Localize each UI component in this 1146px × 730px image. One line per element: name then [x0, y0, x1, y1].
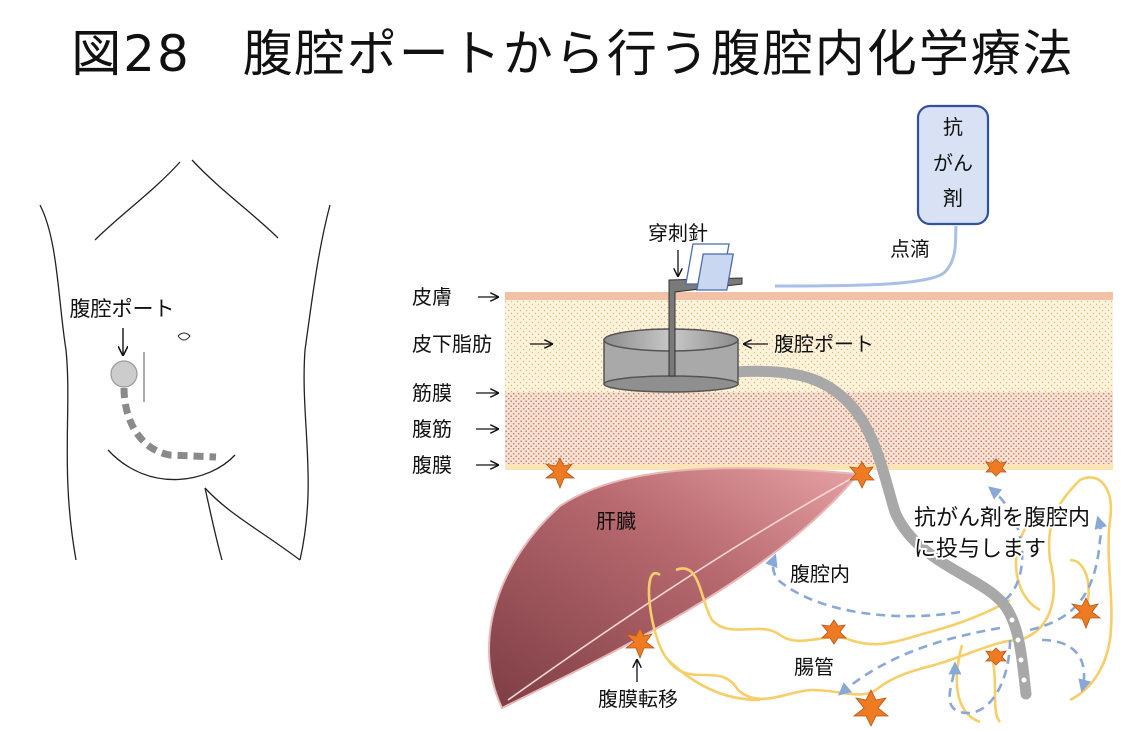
figure-title: 図28 腹腔ポートから行う腹腔内化学療法: [71, 25, 1075, 83]
metastasis-spot: [985, 647, 1007, 666]
needle-label: 穿刺針: [648, 221, 708, 245]
label-abdominal-muscle: 腹筋: [412, 417, 452, 441]
metastasis-label: 腹膜転移: [598, 687, 678, 711]
intestine-label: 腸管: [794, 655, 834, 679]
metastasis-spot: [985, 458, 1007, 477]
metastasis-spot: [849, 461, 875, 489]
drug-bag: [916, 104, 990, 226]
body-port-icon: [110, 360, 138, 388]
needle-hub: [685, 243, 734, 291]
thigh-line: [204, 487, 223, 561]
groin-right-line: [204, 487, 301, 561]
instruction-line-1: 抗がん剤を腹腔内: [914, 506, 1090, 531]
liver-vein: [507, 475, 857, 701]
metastasis-spot: [821, 619, 847, 645]
instruction-line-2: に投与します: [914, 537, 1046, 562]
layer-arrows: [476, 297, 552, 465]
chest-right-line: [191, 159, 279, 239]
metastasis-spot: [1070, 597, 1102, 630]
groin-left-line: [107, 449, 236, 481]
cavity-label: 腹腔内: [790, 562, 850, 586]
drug-bag-line-1: 抗: [943, 115, 963, 139]
body-figure: [39, 159, 331, 561]
metastasis-spots: [544, 457, 1102, 727]
label-skin: 皮膚: [412, 285, 452, 309]
drug-flow-arrows: [765, 486, 1108, 715]
metastasis-spot: [544, 457, 576, 490]
iv-tube: [774, 225, 958, 288]
peritoneum-layer: [505, 464, 1113, 470]
layer-labels: 皮膚 皮下脂肪 筋膜 腹筋 腹膜: [412, 285, 492, 477]
label-fascia: 筋膜: [412, 381, 452, 405]
body-left-contour: [39, 204, 77, 561]
body-port-label: 腹腔ポート: [70, 297, 175, 321]
drip-label: 点滴: [890, 237, 930, 261]
chest-left-line: [94, 161, 181, 241]
muscle-layer: [505, 392, 1113, 464]
skin-layer: [505, 292, 1113, 300]
drug-bag-line-2: がん: [933, 151, 973, 175]
navel-icon: [177, 332, 191, 341]
body-catheter: [120, 387, 217, 461]
metastasis-spot: [624, 627, 656, 660]
catheter-holes: [1009, 617, 1027, 683]
label-subcutaneous-fat: 皮下脂肪: [412, 332, 492, 356]
port-label: 腹腔ポート: [774, 332, 874, 356]
body-right-contour: [299, 204, 331, 561]
drug-bag-line-3: 剤: [943, 186, 963, 210]
metastasis-spot: [852, 689, 890, 727]
liver-label: 肝臓: [596, 509, 636, 533]
label-peritoneum: 腹膜: [412, 453, 452, 477]
